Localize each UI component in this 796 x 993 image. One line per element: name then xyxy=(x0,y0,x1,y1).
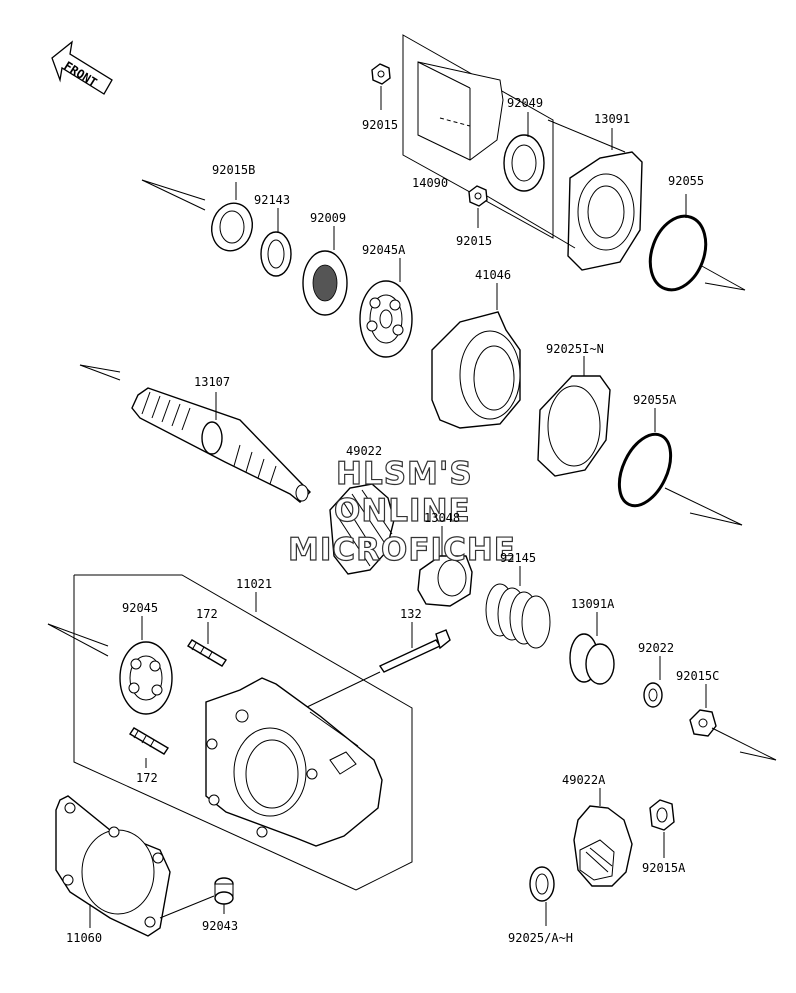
label-13107: 13107 xyxy=(194,375,230,389)
label-92015-mid: 92015 xyxy=(456,234,492,248)
watermark-line-1: HLSM'S xyxy=(336,456,473,492)
coupling-13048 xyxy=(417,526,473,607)
label-92043: 92043 xyxy=(202,919,238,933)
label-92015-top: 92015 xyxy=(362,118,398,132)
watermark: HLSM'S ONLINE MICROFICHE xyxy=(287,455,516,568)
nut-92015B xyxy=(141,179,253,252)
case-41046 xyxy=(431,283,521,429)
spring-92145 xyxy=(485,566,551,649)
washer-92025AH xyxy=(529,866,555,926)
gasket-11060 xyxy=(55,795,171,937)
gear-49022A xyxy=(573,788,633,887)
stud-172-bot xyxy=(129,727,169,768)
label-172-bot: 172 xyxy=(136,771,158,785)
assembly-frame xyxy=(73,574,413,891)
label-92055A: 92055A xyxy=(633,393,677,407)
washer-92022 xyxy=(643,656,663,708)
label-92143: 92143 xyxy=(254,193,290,207)
nut-92015C xyxy=(689,684,777,761)
label-92145: 92145 xyxy=(500,551,536,565)
oring-92055 xyxy=(648,194,746,292)
label-92025I: 92025I~N xyxy=(546,342,604,356)
dowel-92043 xyxy=(159,877,234,919)
label-92049: 92049 xyxy=(507,96,543,110)
label-11021: 11021 xyxy=(236,577,272,591)
oring-92055A xyxy=(617,408,743,526)
spacer-92009 xyxy=(302,226,348,316)
label-14090: 14090 xyxy=(412,176,448,190)
label-49022: 49022 xyxy=(346,444,382,458)
label-92022: 92022 xyxy=(638,641,674,655)
bearing-92045 xyxy=(47,616,173,715)
gear-49022 xyxy=(329,483,395,575)
label-13091: 13091 xyxy=(594,112,630,126)
hub-13091A xyxy=(569,612,615,685)
shaft-13107 xyxy=(79,364,311,503)
label-13048: 13048 xyxy=(424,511,460,525)
watermark-line-3: MICROFICHE xyxy=(288,532,516,568)
nut-92015-top xyxy=(371,63,391,110)
label-49022A: 49022A xyxy=(562,773,606,787)
front-arrow-icon: FRONT xyxy=(51,40,113,95)
label-11060: 11060 xyxy=(66,931,102,945)
bolt-132 xyxy=(304,622,451,709)
gasket-92025I xyxy=(537,356,611,477)
seal-92049 xyxy=(503,112,545,192)
bearing-92045A xyxy=(359,258,413,358)
nut-92015A xyxy=(649,799,675,858)
label-132: 132 xyxy=(400,607,422,621)
label-92025AH: 92025/A~H xyxy=(508,931,573,945)
stud-172-top xyxy=(187,622,227,667)
label-13091A: 13091A xyxy=(571,597,615,611)
label-172-top: 172 xyxy=(196,607,218,621)
label-92009: 92009 xyxy=(310,211,346,225)
case-11021 xyxy=(205,677,383,847)
nut-92015-mid xyxy=(468,185,576,249)
label-92055: 92055 xyxy=(668,174,704,188)
label-92045: 92045 xyxy=(122,601,158,615)
housing-13091 xyxy=(547,119,643,271)
label-92015B: 92015B xyxy=(212,163,255,177)
label-41046: 41046 xyxy=(475,268,511,282)
label-92045A: 92045A xyxy=(362,243,406,257)
bracket-14090 xyxy=(402,34,554,239)
label-92015A: 92015A xyxy=(642,861,686,875)
watermark-line-2: ONLINE xyxy=(334,493,471,529)
label-92015C: 92015C xyxy=(676,669,719,683)
collar-92143 xyxy=(260,208,292,277)
